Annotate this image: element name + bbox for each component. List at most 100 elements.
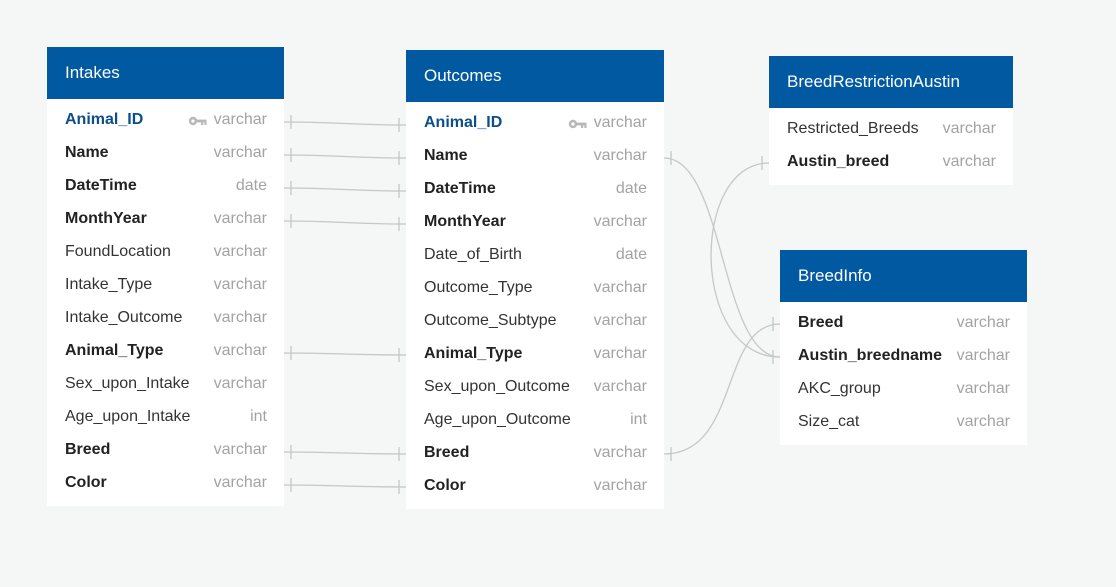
column-row[interactable]: Color varchar — [406, 469, 664, 502]
column-name: Intake_Type — [65, 275, 153, 293]
table-title: BreedInfo — [780, 250, 1027, 302]
column-row[interactable]: MonthYear varchar — [47, 202, 284, 235]
column-type: varchar — [593, 476, 647, 494]
table-title: Intakes — [47, 47, 284, 99]
column-type: varchar — [956, 346, 1010, 364]
column-name: Name — [65, 143, 109, 161]
column-type: varchar — [593, 278, 647, 296]
column-name: Breed — [65, 440, 111, 458]
column-row[interactable]: Outcome_Subtype varchar — [406, 304, 664, 337]
table-breed-info[interactable]: BreedInfo Breed varchar Austin_breedname… — [780, 250, 1027, 445]
relationship-link — [283, 220, 407, 225]
column-row[interactable]: Animal_ID varchar — [47, 103, 284, 136]
column-row[interactable]: Intake_Type varchar — [47, 268, 284, 301]
column-name: Name — [424, 146, 468, 164]
column-name: Outcome_Subtype — [424, 311, 557, 329]
column-row[interactable]: Animal_Type varchar — [406, 337, 664, 370]
column-type: date — [615, 179, 647, 197]
column-type: varchar — [593, 212, 647, 230]
column-name: MonthYear — [424, 212, 506, 230]
column-name: Outcome_Type — [424, 278, 533, 296]
column-type: varchar — [213, 308, 267, 326]
column-type: varchar — [956, 412, 1010, 430]
column-type: date — [235, 176, 267, 194]
column-name: Sex_upon_Outcome — [424, 377, 570, 395]
column-row[interactable]: DateTime date — [406, 172, 664, 205]
column-type: varchar — [593, 443, 647, 461]
column-row[interactable]: Austin_breedname varchar — [780, 339, 1027, 372]
column-type: int — [630, 410, 647, 428]
key-icon — [568, 117, 588, 129]
column-name: Age_upon_Outcome — [424, 410, 571, 428]
column-name: Breed — [798, 313, 844, 331]
column-name: Date_of_Birth — [424, 245, 522, 263]
column-row[interactable]: FoundLocation varchar — [47, 235, 284, 268]
relationship-link — [710, 162, 781, 358]
column-row[interactable]: Sex_upon_Outcome varchar — [406, 370, 664, 403]
column-row[interactable]: Sex_upon_Intake varchar — [47, 367, 284, 400]
column-name: Animal_ID — [424, 113, 503, 131]
column-row[interactable]: MonthYear varchar — [406, 205, 664, 238]
table-outcomes[interactable]: Outcomes Animal_ID varchar Name varchar … — [406, 50, 664, 509]
column-type: varchar — [213, 209, 267, 227]
column-row[interactable]: AKC_group varchar — [780, 372, 1027, 405]
column-type: varchar — [213, 473, 267, 491]
column-type: int — [250, 407, 267, 425]
column-name: AKC_group — [798, 379, 881, 397]
column-row[interactable]: Animal_Type varchar — [47, 334, 284, 367]
column-row[interactable]: Age_upon_Intake int — [47, 400, 284, 433]
column-row[interactable]: Size_cat varchar — [780, 405, 1027, 438]
relationship-link — [283, 121, 407, 126]
column-type: varchar — [213, 110, 267, 128]
relationship-link — [283, 484, 407, 488]
column-type: varchar — [942, 152, 996, 170]
column-type: varchar — [213, 143, 267, 161]
column-type: varchar — [942, 119, 996, 137]
column-row[interactable]: Intake_Outcome varchar — [47, 301, 284, 334]
column-row[interactable]: Date_of_Birth date — [406, 238, 664, 271]
column-row[interactable]: Outcome_Type varchar — [406, 271, 664, 304]
column-type: varchar — [213, 374, 267, 392]
column-type: varchar — [213, 440, 267, 458]
table-title: BreedRestrictionAustin — [769, 56, 1013, 108]
column-type: date — [615, 245, 647, 263]
column-name: Age_upon_Intake — [65, 407, 191, 425]
column-type: varchar — [593, 113, 647, 131]
column-type: varchar — [593, 344, 647, 362]
relationship-link — [283, 352, 407, 356]
column-row[interactable]: Color varchar — [47, 466, 284, 499]
column-row[interactable]: Austin_breed varchar — [769, 145, 1013, 178]
column-type: varchar — [593, 146, 647, 164]
relationship-link — [663, 157, 781, 358]
column-name: Restricted_Breeds — [787, 119, 919, 137]
column-name: FoundLocation — [65, 242, 171, 260]
column-row[interactable]: DateTime date — [47, 169, 284, 202]
table-intakes[interactable]: Intakes Animal_ID varchar Name varchar D… — [47, 47, 284, 506]
column-row[interactable]: Name varchar — [406, 139, 664, 172]
column-row[interactable]: Animal_ID varchar — [406, 106, 664, 139]
column-row[interactable]: Breed varchar — [406, 436, 664, 469]
column-row[interactable]: Restricted_Breeds varchar — [769, 112, 1013, 145]
relationship-link — [663, 323, 781, 455]
column-row[interactable]: Breed varchar — [47, 433, 284, 466]
table-breed-restriction-austin[interactable]: BreedRestrictionAustin Restricted_Breeds… — [769, 56, 1013, 185]
column-name: Animal_Type — [65, 341, 164, 359]
column-name: Animal_ID — [65, 110, 144, 128]
column-row[interactable]: Age_upon_Outcome int — [406, 403, 664, 436]
column-name: Animal_Type — [424, 344, 523, 362]
key-icon — [188, 114, 208, 126]
column-name: Austin_breedname — [798, 346, 943, 364]
column-name: Breed — [424, 443, 470, 461]
column-row[interactable]: Breed varchar — [780, 306, 1027, 339]
column-row[interactable]: Name varchar — [47, 136, 284, 169]
column-name: Size_cat — [798, 412, 860, 430]
column-name: MonthYear — [65, 209, 147, 227]
column-name: Intake_Outcome — [65, 308, 183, 326]
column-type: varchar — [593, 377, 647, 395]
column-type: varchar — [956, 379, 1010, 397]
column-name: DateTime — [65, 176, 137, 194]
column-type: varchar — [593, 311, 647, 329]
column-name: Austin_breed — [787, 152, 890, 170]
column-name: Color — [424, 476, 466, 494]
relationship-link — [283, 154, 407, 159]
